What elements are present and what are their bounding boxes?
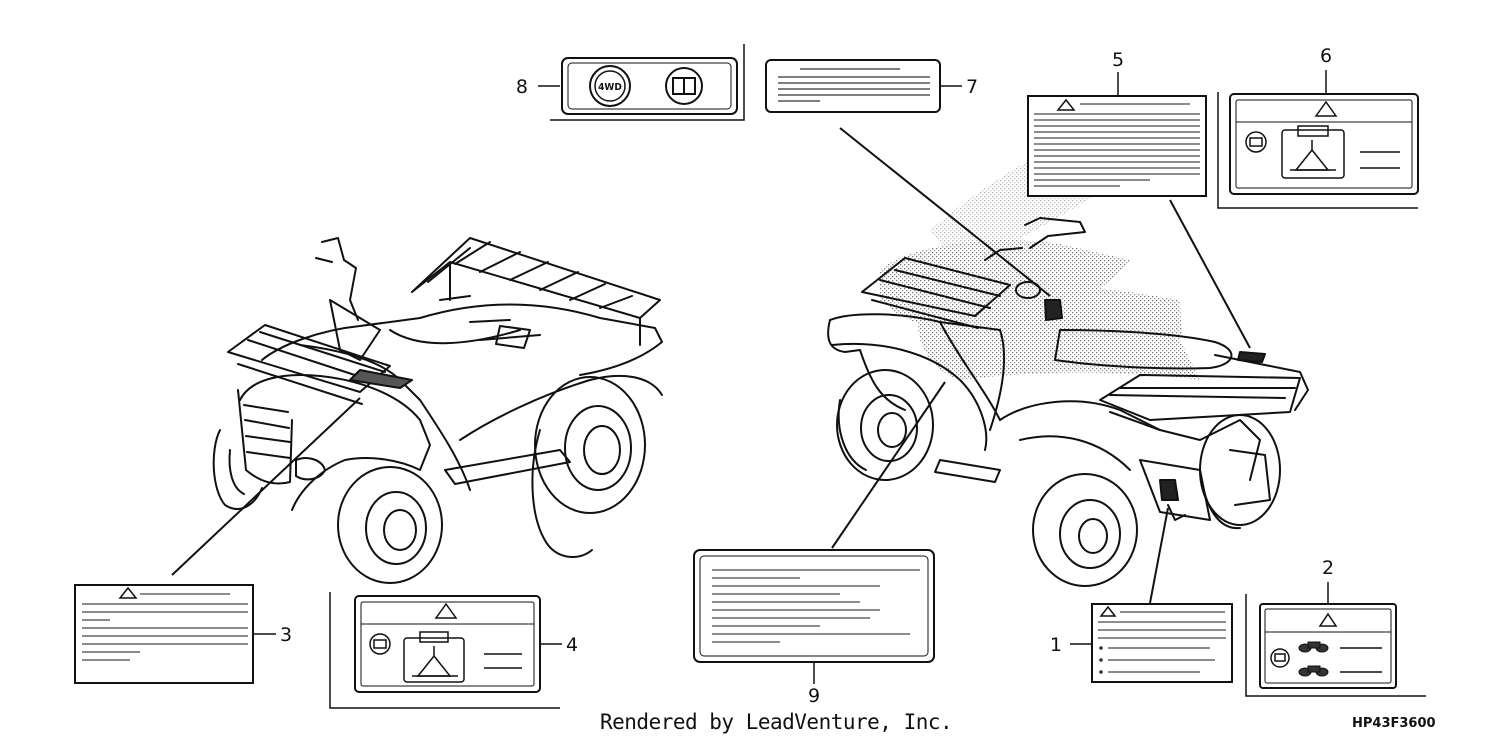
label-1-warning-plate bbox=[1070, 603, 1233, 683]
label-4-load-warning bbox=[329, 592, 562, 709]
callout-5: 5 bbox=[1112, 49, 1124, 71]
label-3-warning-plate bbox=[74, 584, 276, 684]
manual-book-icon bbox=[1245, 131, 1267, 153]
label-9-text-plate bbox=[693, 549, 935, 684]
cargo-weight-icon bbox=[1281, 125, 1345, 179]
label-2-passenger-warning bbox=[1245, 582, 1426, 697]
diagram-part-code: HP43F3600 bbox=[1352, 716, 1436, 731]
warning-triangle-icon bbox=[1314, 100, 1338, 117]
warning-triangle-icon bbox=[434, 602, 458, 619]
atv-front-left-illustration bbox=[212, 237, 663, 584]
label-8-4wd-manual: 4WD bbox=[538, 44, 745, 121]
leader-line-3 bbox=[171, 397, 361, 576]
rendered-by-credit: Rendered by LeadVenture, Inc. bbox=[600, 710, 953, 734]
label-7-text-plate bbox=[765, 59, 962, 113]
callout-8: 8 bbox=[516, 76, 528, 98]
callout-9: 9 bbox=[808, 685, 820, 707]
callout-2: 2 bbox=[1322, 557, 1334, 579]
cargo-weight-icon bbox=[403, 631, 465, 683]
callout-1: 1 bbox=[1050, 634, 1062, 656]
4wd-icon: 4WD bbox=[589, 65, 631, 107]
warning-triangle-icon bbox=[1056, 98, 1076, 111]
warning-triangle-icon bbox=[118, 586, 138, 599]
manual-book-icon bbox=[665, 67, 703, 105]
label-5-warning-plate bbox=[1027, 72, 1207, 197]
label-6-load-warning bbox=[1217, 70, 1419, 209]
leader-lines-right bbox=[831, 127, 1251, 604]
callout-6: 6 bbox=[1320, 45, 1332, 67]
warning-triangle-icon bbox=[1099, 605, 1117, 617]
warning-triangle-icon bbox=[1318, 612, 1338, 627]
callout-3: 3 bbox=[280, 624, 292, 646]
callout-7: 7 bbox=[966, 76, 978, 98]
manual-book-icon bbox=[1270, 648, 1290, 668]
callout-4: 4 bbox=[566, 634, 578, 656]
manual-book-icon bbox=[369, 633, 391, 655]
4wd-icon-text: 4WD bbox=[598, 82, 622, 93]
no-passenger-icon bbox=[1298, 641, 1329, 677]
